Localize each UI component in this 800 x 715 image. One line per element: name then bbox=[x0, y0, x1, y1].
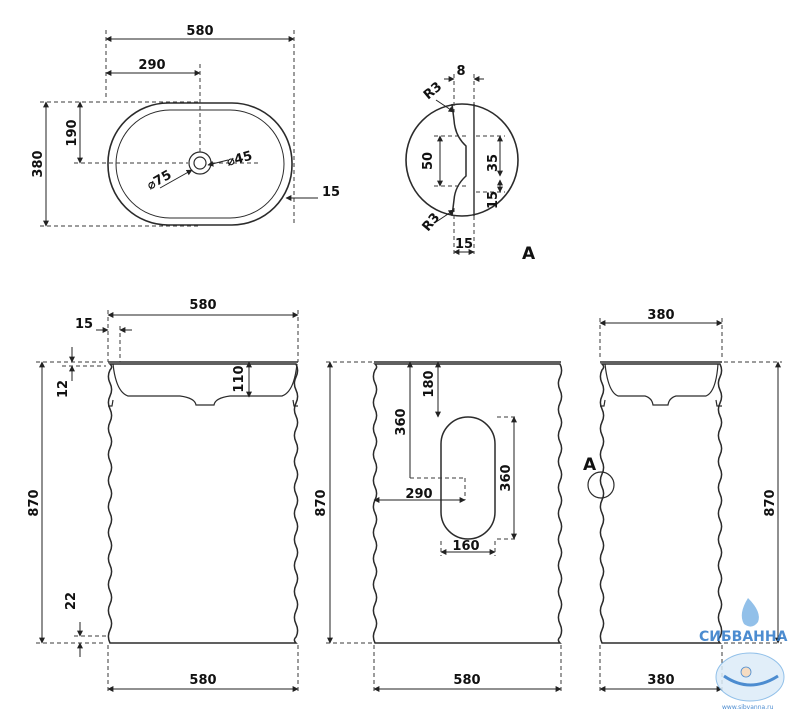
front-body-outline bbox=[107, 363, 299, 644]
detail-height-50-label: 50 bbox=[421, 152, 436, 170]
side-height-label: 870 bbox=[763, 489, 778, 516]
detail-a-view: 8 R3 R3 50 35 15 15 A bbox=[405, 64, 536, 264]
back-offset-360-label: 360 bbox=[394, 408, 409, 435]
top-half-depth-label: 190 bbox=[65, 119, 80, 146]
top-half-width-label: 290 bbox=[138, 58, 165, 73]
front-width-top-label: 580 bbox=[189, 298, 216, 313]
front-view: 580 15 12 110 870 22 580 bbox=[27, 298, 299, 694]
side-width-bottom-label: 380 bbox=[647, 673, 674, 688]
water-drop-icon bbox=[741, 598, 759, 627]
watermark-brand: СИБВАННА bbox=[699, 629, 788, 645]
side-width-top-label: 380 bbox=[647, 308, 674, 323]
side-bowl-section bbox=[604, 363, 719, 406]
watermark-url: www.sibvanna.ru bbox=[722, 704, 774, 711]
top-wall-label: 15 bbox=[322, 185, 340, 200]
watermark-logo: СИБВАННА www.sibvanna.ru bbox=[699, 598, 788, 711]
detail-a-letter: A bbox=[522, 244, 536, 264]
top-depth-label: 380 bbox=[31, 150, 46, 177]
side-body-outline bbox=[599, 363, 723, 644]
drain-inner-circle bbox=[193, 156, 207, 170]
detail-height-15-label: 15 bbox=[486, 191, 501, 209]
detail-circle bbox=[405, 103, 519, 217]
detail-profile-cut bbox=[451, 103, 467, 217]
back-slot-opening bbox=[440, 416, 496, 540]
top-view: 580 290 380 190 ⌀75 ⌀45 15 bbox=[31, 24, 340, 227]
front-bowl-section bbox=[112, 363, 298, 406]
detail-a-callout-circle bbox=[587, 471, 615, 499]
hole-inner-label: ⌀45 bbox=[225, 149, 254, 170]
back-height-label: 870 bbox=[314, 489, 329, 516]
front-width-bottom-label: 580 bbox=[189, 673, 216, 688]
front-wall-label: 15 bbox=[75, 317, 93, 332]
detail-height-35-label: 35 bbox=[486, 154, 501, 172]
front-rim-label: 12 bbox=[56, 380, 71, 398]
bathtub-icon bbox=[723, 674, 779, 687]
detail-radius-top-label: R3 bbox=[421, 79, 445, 103]
side-detail-ref-letter: A bbox=[583, 455, 597, 475]
top-width-label: 580 bbox=[186, 24, 213, 39]
back-center-290-label: 290 bbox=[405, 487, 432, 502]
detail-top-width-label: 8 bbox=[456, 64, 465, 79]
back-offset-180-label: 180 bbox=[422, 370, 437, 397]
front-height-label: 870 bbox=[27, 489, 42, 516]
front-base-label: 22 bbox=[64, 592, 79, 610]
back-slot-width-label: 160 bbox=[452, 539, 479, 554]
back-slot-height-label: 360 bbox=[499, 464, 514, 491]
back-width-bottom-label: 580 bbox=[453, 673, 480, 688]
front-bowl-depth-label: 110 bbox=[232, 365, 247, 392]
detail-bottom-width-label: 15 bbox=[455, 237, 473, 252]
back-view: 870 180 360 360 290 160 580 bbox=[314, 361, 563, 694]
side-view: A 380 870 380 bbox=[583, 308, 782, 694]
detail-radius-bottom-label: R3 bbox=[420, 210, 444, 234]
